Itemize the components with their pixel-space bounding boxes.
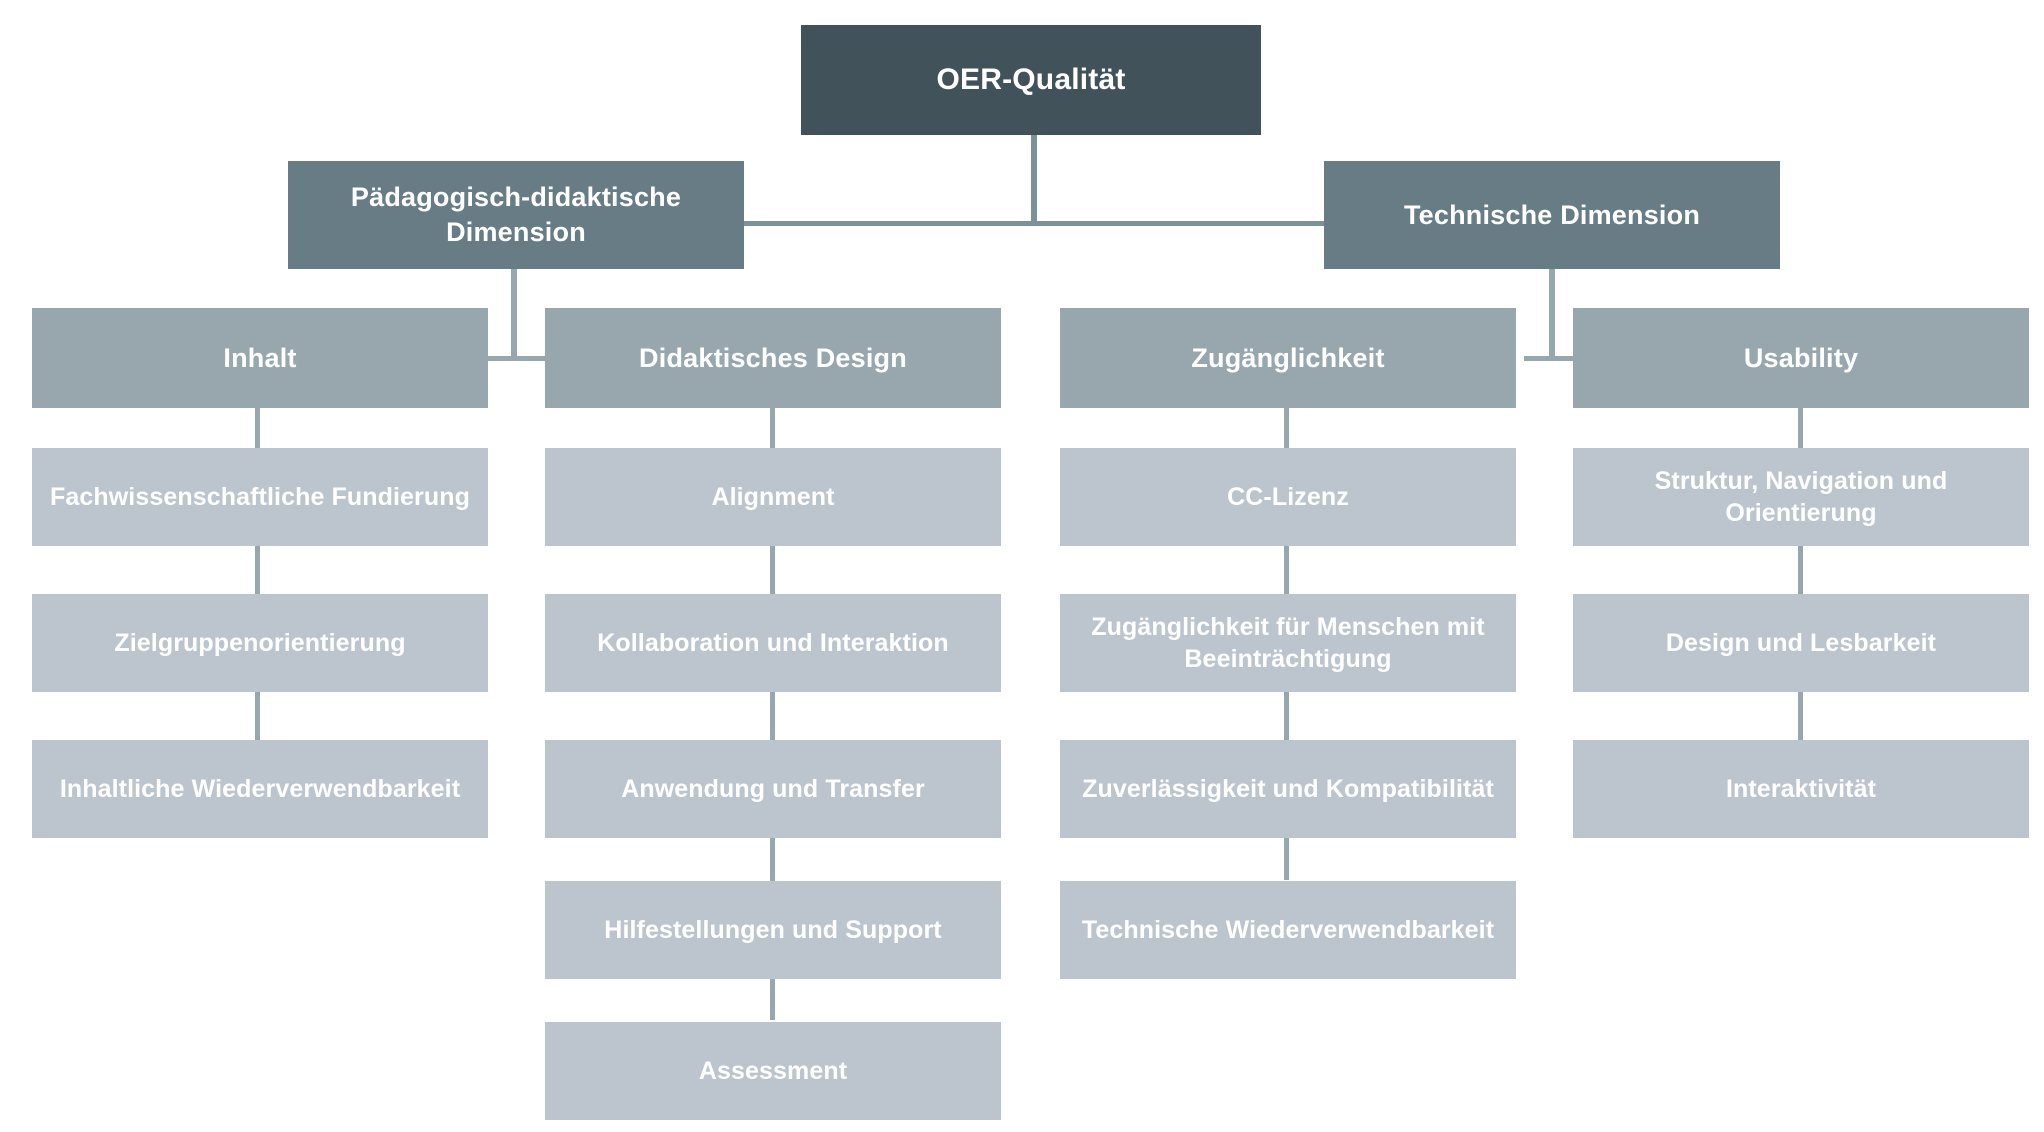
node-label: Technische Dimension (1403, 199, 1701, 230)
node-criterion-zuverlaessigkeit-und-kompatibilitaet[interactable]: Zuverlässigkeit und Kompatibilität (1060, 740, 1516, 838)
node-criterion-hilfestellungen-und-support[interactable]: Hilfestellungen und Support (545, 881, 1001, 979)
connector-column-inhalt (255, 400, 260, 740)
node-label: CC-Lizenz (1227, 483, 1349, 511)
node-criterion-struktur-navigation-und-orientierung[interactable]: Struktur, Navigation und Orientierung (1573, 448, 2029, 546)
node-label: Struktur, Navigation und Orientierung (1654, 467, 1948, 527)
node-technische-dimension[interactable]: Technische Dimension (1324, 161, 1780, 269)
node-category-usability[interactable]: Usability (1573, 308, 2029, 408)
node-criterion-assessment[interactable]: Assessment (545, 1022, 1001, 1120)
node-oer-qualitaet[interactable]: OER-Qualität (801, 25, 1261, 135)
node-label: Alignment (711, 483, 835, 511)
node-label: Usability (1743, 342, 1859, 373)
connector-dimension-bar (743, 221, 1325, 226)
node-criterion-zugaenglichkeit-fuer-menschen-mit-beeintraechtigung[interactable]: Zugänglichkeit für Menschen mit Beeinträ… (1060, 594, 1516, 692)
node-criterion-alignment[interactable]: Alignment (545, 448, 1001, 546)
connector-pedagogic-stem (511, 268, 517, 360)
node-label: Anwendung und Transfer (621, 775, 925, 803)
node-criterion-technische-wiederverwendbarkeit[interactable]: Technische Wiederverwendbarkeit (1060, 881, 1516, 979)
node-label: Interaktivität (1725, 775, 1877, 803)
node-label: Hilfestellungen und Support (604, 916, 942, 944)
node-criterion-zielgruppenorientierung[interactable]: Zielgruppenorientierung (32, 594, 488, 692)
node-criterion-interaktivitaet[interactable]: Interaktivität (1573, 740, 2029, 838)
connector-column-usability (1798, 400, 1803, 740)
node-criterion-fachwissenschaftliche-fundierung[interactable]: Fachwissenschaftliche Fundierung (32, 448, 488, 546)
node-label: OER-Qualität (936, 62, 1126, 96)
node-paedagogisch-didaktische-dimension[interactable]: Pädagogisch-didaktische Dimension (288, 161, 744, 269)
node-label: Fachwissenschaftliche Fundierung (50, 483, 470, 511)
node-label: Kollaboration und Interaktion (597, 629, 949, 657)
node-label: Inhalt (223, 342, 297, 373)
node-label: Zielgruppenorientierung (114, 629, 406, 657)
connector-root-stem (1031, 134, 1037, 224)
node-category-zugaenglichkeit[interactable]: Zugänglichkeit (1060, 308, 1516, 408)
node-criterion-design-und-lesbarkeit[interactable]: Design und Lesbarkeit (1573, 594, 2029, 692)
node-label: Zuverlässigkeit und Kompatibilität (1082, 775, 1494, 803)
node-category-didaktisches-design[interactable]: Didaktisches Design (545, 308, 1001, 408)
node-label: Technische Wiederverwendbarkeit (1081, 916, 1495, 944)
node-category-inhalt[interactable]: Inhalt (32, 308, 488, 408)
node-label: Zugänglichkeit (1191, 342, 1385, 373)
connector-column-didaktisches-design (770, 400, 775, 1020)
node-criterion-cc-lizenz[interactable]: CC-Lizenz (1060, 448, 1516, 546)
node-criterion-kollaboration-und-interaktion[interactable]: Kollaboration und Interaktion (545, 594, 1001, 692)
node-label: Zugänglichkeit für Menschen mit Beeinträ… (1091, 613, 1485, 673)
connector-technical-bar (1524, 356, 1581, 361)
connector-technical-stem (1549, 268, 1555, 360)
node-criterion-inhaltliche-wiederverwendbarkeit[interactable]: Inhaltliche Wiederverwendbarkeit (32, 740, 488, 838)
connector-pedagogic-bar (488, 356, 545, 361)
node-label: Design und Lesbarkeit (1665, 629, 1937, 657)
node-label: Didaktisches Design (639, 342, 907, 373)
node-label: Pädagogisch-didaktische Dimension (350, 182, 682, 247)
node-label: Assessment (698, 1057, 848, 1085)
node-label: Inhaltliche Wiederverwendbarkeit (59, 775, 461, 803)
node-criterion-anwendung-und-transfer[interactable]: Anwendung und Transfer (545, 740, 1001, 838)
